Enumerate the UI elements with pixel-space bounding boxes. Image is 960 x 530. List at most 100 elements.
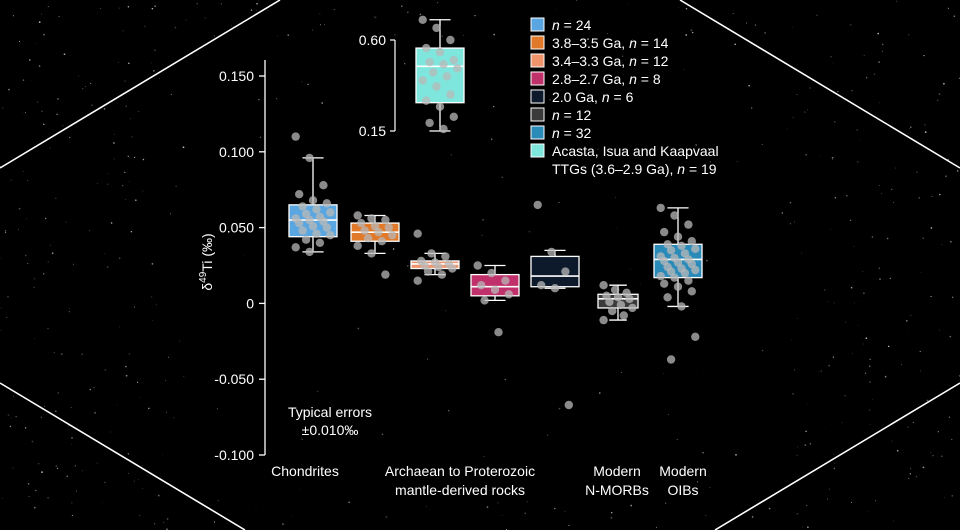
star bbox=[58, 16, 60, 18]
star bbox=[754, 182, 756, 184]
star bbox=[96, 462, 98, 464]
data-point bbox=[312, 229, 321, 238]
star bbox=[789, 223, 792, 225]
data-point bbox=[418, 15, 427, 24]
star bbox=[656, 526, 658, 528]
star bbox=[51, 252, 54, 254]
star bbox=[945, 175, 947, 178]
star bbox=[348, 501, 350, 504]
star bbox=[385, 516, 388, 518]
star bbox=[113, 158, 115, 160]
star bbox=[12, 467, 14, 469]
star bbox=[374, 16, 377, 19]
star bbox=[43, 33, 45, 36]
data-point bbox=[305, 153, 314, 163]
star bbox=[834, 462, 836, 464]
star bbox=[709, 487, 711, 488]
star bbox=[448, 410, 450, 412]
star bbox=[878, 61, 880, 63]
legend-item: 3.8–3.5 Ga, n = 14 bbox=[530, 35, 669, 51]
star bbox=[910, 126, 912, 128]
legend-label: TTGs (3.6–2.9 Ga), n = 19 bbox=[552, 161, 717, 177]
star bbox=[127, 6, 130, 8]
star bbox=[568, 524, 570, 527]
star bbox=[881, 43, 884, 46]
legend-swatch bbox=[530, 35, 545, 50]
star bbox=[133, 306, 136, 308]
star bbox=[761, 349, 764, 352]
star bbox=[320, 24, 322, 26]
data-point bbox=[684, 276, 693, 285]
star bbox=[761, 143, 763, 145]
star bbox=[901, 364, 902, 365]
star bbox=[828, 365, 830, 367]
legend-item: n = 32 bbox=[530, 125, 592, 141]
star bbox=[137, 479, 139, 480]
star bbox=[504, 378, 506, 381]
data-point bbox=[295, 190, 304, 199]
star bbox=[850, 501, 852, 503]
star bbox=[662, 373, 664, 374]
data-point bbox=[442, 72, 452, 81]
star bbox=[797, 446, 798, 448]
star bbox=[213, 521, 216, 523]
star bbox=[43, 123, 45, 125]
star bbox=[47, 261, 49, 263]
star bbox=[125, 105, 127, 107]
data-point bbox=[691, 332, 700, 341]
data-point bbox=[446, 90, 455, 99]
data-point bbox=[423, 267, 433, 276]
star bbox=[213, 35, 215, 37]
star bbox=[154, 523, 156, 525]
star bbox=[578, 24, 580, 25]
legend-swatch bbox=[530, 17, 545, 32]
data-point bbox=[381, 270, 390, 279]
star bbox=[907, 33, 910, 36]
star bbox=[869, 358, 871, 360]
data-point bbox=[613, 293, 623, 302]
star bbox=[797, 318, 798, 319]
star bbox=[826, 498, 828, 500]
star bbox=[621, 55, 624, 57]
data-point bbox=[687, 237, 696, 246]
star bbox=[881, 193, 882, 194]
star bbox=[490, 138, 493, 140]
data-point bbox=[322, 223, 331, 232]
star bbox=[118, 61, 120, 63]
data-point bbox=[448, 264, 457, 273]
star bbox=[47, 6, 49, 8]
star bbox=[796, 512, 799, 515]
star bbox=[796, 454, 798, 457]
star bbox=[68, 425, 70, 427]
data-point bbox=[564, 400, 573, 410]
star bbox=[841, 422, 843, 424]
star bbox=[298, 488, 300, 490]
star bbox=[853, 245, 855, 248]
star bbox=[949, 335, 952, 338]
star bbox=[151, 263, 154, 265]
star bbox=[786, 128, 788, 130]
legend-swatch bbox=[530, 71, 545, 86]
star bbox=[575, 0, 577, 1]
star bbox=[29, 59, 31, 61]
inset-tick-label: 0.60 bbox=[359, 32, 386, 48]
data-point bbox=[446, 35, 455, 45]
star bbox=[614, 196, 616, 198]
star bbox=[12, 395, 15, 397]
star bbox=[846, 195, 848, 197]
star bbox=[850, 286, 853, 289]
star bbox=[70, 406, 73, 409]
star bbox=[705, 514, 707, 517]
star bbox=[493, 33, 496, 36]
star bbox=[282, 528, 284, 530]
star bbox=[791, 26, 793, 28]
star bbox=[878, 102, 880, 104]
star bbox=[896, 449, 899, 452]
data-point bbox=[625, 294, 634, 304]
y-tick-label: -0.050 bbox=[214, 371, 254, 387]
data-point bbox=[670, 211, 679, 220]
star bbox=[852, 352, 854, 354]
star bbox=[951, 495, 953, 497]
star bbox=[908, 127, 910, 129]
